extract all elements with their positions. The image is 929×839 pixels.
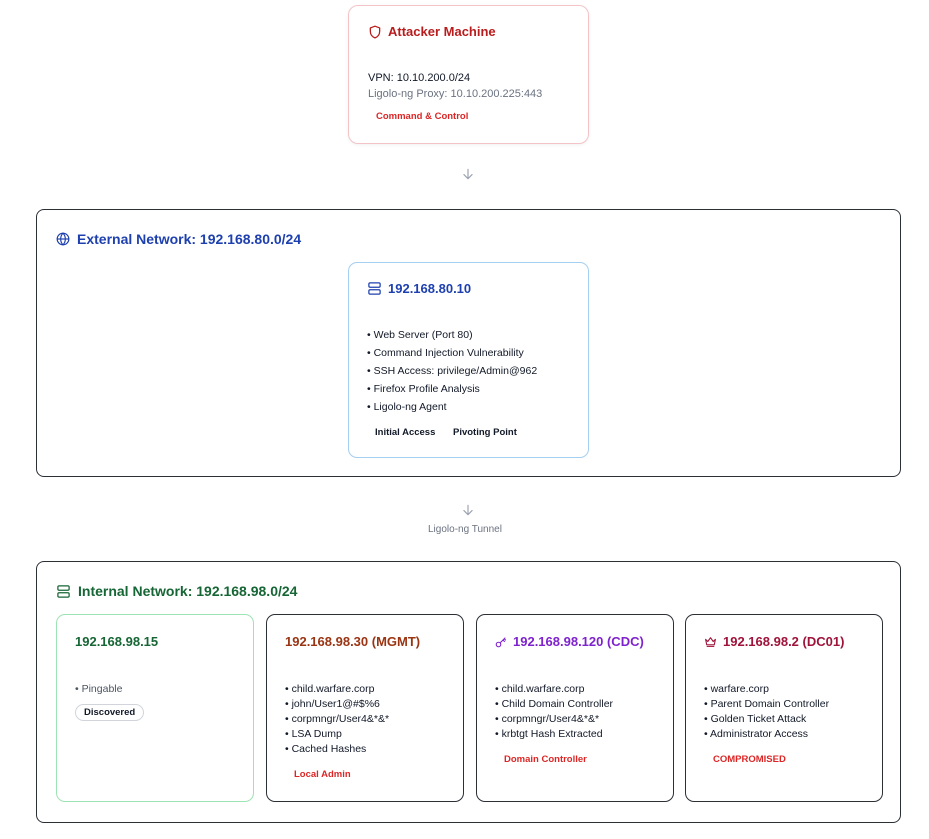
- attacker-role-tag: Command & Control: [376, 111, 469, 122]
- crown-icon: [704, 635, 717, 648]
- host-ip: 192.168.98.120 (CDC): [513, 634, 644, 649]
- host-title: 192.168.80.10: [367, 281, 471, 296]
- host-title: 192.168.98.15: [75, 634, 158, 649]
- list-item: warfare.corp: [704, 682, 829, 697]
- host-details-list: child.warfare.corp john/User1@#$%6 corpm…: [285, 682, 389, 757]
- attacker-machine-card: Attacker Machine VPN: 10.10.200.0/24 Lig…: [348, 5, 589, 144]
- list-item: Firefox Profile Analysis: [367, 380, 537, 398]
- host-title: 192.168.98.30 (MGMT): [285, 634, 420, 649]
- list-item: child.warfare.corp: [285, 682, 389, 697]
- internal-network-title: Internal Network: 192.168.98.0/24: [56, 583, 297, 599]
- external-network-section: External Network: 192.168.80.0/24 192.16…: [36, 209, 901, 477]
- attacker-title-text: Attacker Machine: [388, 24, 496, 39]
- list-item: corpmngr/User4&*&*: [285, 712, 389, 727]
- arrow-down-icon: [458, 167, 478, 181]
- list-item: Parent Domain Controller: [704, 697, 829, 712]
- list-item: Pingable: [75, 682, 123, 697]
- list-item: LSA Dump: [285, 727, 389, 742]
- external-network-title: External Network: 192.168.80.0/24: [56, 231, 301, 247]
- server-icon: [367, 281, 382, 296]
- host-title: 192.168.98.120 (CDC): [495, 634, 644, 649]
- list-item: Golden Ticket Attack: [704, 712, 829, 727]
- host-card-external: 192.168.80.10 Web Server (Port 80) Comma…: [348, 262, 589, 458]
- shield-icon: [368, 25, 382, 39]
- host-card-98-120: 192.168.98.120 (CDC) child.warfare.corp …: [476, 614, 674, 802]
- host-details-list: Web Server (Port 80) Command Injection V…: [367, 326, 538, 416]
- internal-network-title-text: Internal Network: 192.168.98.0/24: [78, 583, 298, 599]
- list-item: SSH Access: privilege/Admin@962: [367, 362, 538, 380]
- attacker-vpn: VPN: 10.10.200.0/24: [368, 72, 471, 84]
- tunnel-label: Ligolo-ng Tunnel: [428, 524, 502, 535]
- list-item: john/User1@#$%6: [285, 697, 389, 712]
- list-item: corpmngr/User4&*&*: [495, 712, 613, 727]
- host-ip: 192.168.98.2 (DC01): [723, 634, 845, 649]
- compromised-tag: COMPROMISED: [713, 754, 786, 765]
- internal-network-section: Internal Network: 192.168.98.0/24 192.16…: [36, 561, 901, 823]
- host-ip: 192.168.80.10: [388, 281, 472, 296]
- initial-access-tag: Initial Access: [375, 427, 436, 438]
- list-item: Ligolo-ng Agent: [367, 398, 537, 416]
- globe-icon: [56, 232, 70, 246]
- arrow-down-icon: [458, 503, 478, 517]
- host-card-98-2: 192.168.98.2 (DC01) warfare.corp Parent …: [685, 614, 883, 802]
- host-ip: 192.168.98.30 (MGMT): [285, 634, 421, 649]
- server-icon: [56, 584, 71, 599]
- host-ip: 192.168.98.15: [75, 634, 159, 649]
- local-admin-tag: Local Admin: [294, 769, 351, 780]
- domain-controller-tag: Domain Controller: [504, 754, 587, 765]
- list-item: Command Injection Vulnerability: [367, 344, 537, 362]
- list-item: Administrator Access: [704, 727, 829, 742]
- attacker-proxy: Ligolo-ng Proxy: 10.10.200.225:443: [368, 88, 543, 100]
- list-item: krbtgt Hash Extracted: [495, 727, 613, 742]
- list-item: Web Server (Port 80): [367, 326, 537, 344]
- discovered-badge: Discovered: [75, 704, 145, 721]
- pivoting-point-tag: Pivoting Point: [453, 427, 517, 438]
- host-title: 192.168.98.2 (DC01): [704, 634, 844, 649]
- list-item: Cached Hashes: [285, 742, 389, 757]
- host-card-98-15: 192.168.98.15 Pingable Discovered: [56, 614, 254, 802]
- key-icon: [495, 636, 507, 648]
- host-card-98-30: 192.168.98.30 (MGMT) child.warfare.corp …: [266, 614, 464, 802]
- host-details-list: warfare.corp Parent Domain Controller Go…: [704, 682, 829, 742]
- list-item: Child Domain Controller: [495, 697, 613, 712]
- host-details-list: Pingable: [75, 682, 123, 697]
- attacker-title: Attacker Machine: [368, 24, 496, 39]
- list-item: child.warfare.corp: [495, 682, 613, 697]
- host-details-list: child.warfare.corp Child Domain Controll…: [495, 682, 613, 742]
- external-network-title-text: External Network: 192.168.80.0/24: [77, 231, 302, 247]
